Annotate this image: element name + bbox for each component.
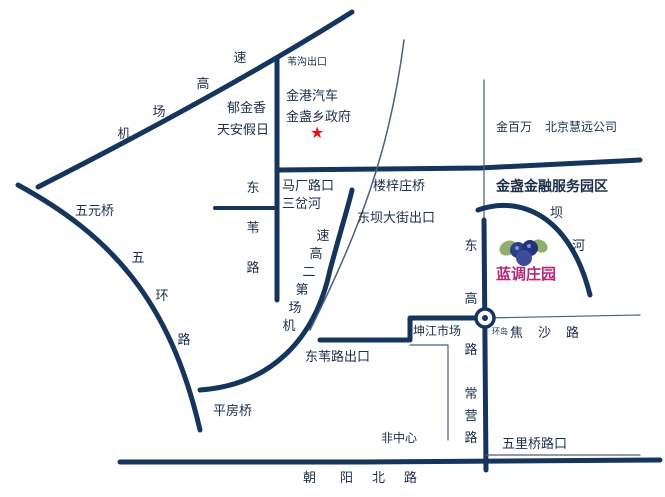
- label-ringroad5-1: 五: [131, 251, 145, 266]
- label-jiaoshalu-3: 路: [566, 326, 580, 341]
- label-second-expressway-1: 机: [282, 319, 296, 334]
- label-jiaoshalu-1: 焦: [510, 326, 524, 341]
- label-second-expressway-2: 场: [288, 301, 302, 316]
- star-icon: ★: [310, 123, 325, 142]
- label-dongweilu-3: 路: [246, 261, 260, 276]
- label-jinzhan-gov: 金盏乡政府: [286, 110, 352, 125]
- label-jingang-auto: 金港汽车: [286, 89, 339, 104]
- label-huiyuan: 北京慧远公司: [545, 120, 618, 134]
- label-brand: 蓝调庄园: [496, 265, 557, 283]
- label-feizhongxin: 非中心: [381, 431, 418, 445]
- label-pingfangqiao: 平房桥: [213, 404, 253, 419]
- label-weigou-exit: 苇沟出口: [287, 57, 327, 68]
- label-machanglu-kou: 马厂路口: [282, 179, 335, 194]
- label-dongweilu-exit: 东苇路出口: [305, 350, 371, 365]
- label-changyinglu-2: 营: [464, 409, 478, 424]
- label-bahe-1: 坝: [550, 206, 564, 221]
- label-airport-expressway-4: 速: [233, 51, 247, 66]
- label-changyinglu-1: 常: [464, 387, 478, 402]
- label-airport-expressway-3: 高: [196, 77, 210, 92]
- label-chaoyang-4: 路: [404, 471, 418, 486]
- label-yujinxiang: 郁金香: [227, 101, 267, 116]
- label-donggaolu-3: 路: [464, 343, 478, 358]
- label-ringroad5-2: 环: [155, 289, 169, 304]
- road-jiaosha: [483, 314, 641, 319]
- label-louziqiao: 楼梓庄桥: [373, 179, 426, 194]
- label-ringroad5-3: 路: [177, 333, 191, 348]
- label-airport-expressway-1: 机: [117, 127, 131, 142]
- label-second-expressway-4: 二: [302, 265, 316, 280]
- label-dongweilu-1: 东: [246, 181, 260, 196]
- label-second-expressway-5: 高: [309, 247, 323, 262]
- label-chaoyang-3: 北: [372, 471, 386, 486]
- blueberry-icon: [499, 239, 548, 266]
- label-bahe-2: 河: [572, 239, 586, 254]
- road-machang: [274, 157, 643, 173]
- label-tianan-holiday: 天安假日: [217, 123, 270, 138]
- label-changyinglu-3: 路: [464, 431, 478, 446]
- label-chaoyang-2: 阳: [340, 471, 354, 486]
- roundabout-icon: [474, 307, 496, 329]
- label-dongweilu-2: 苇: [246, 221, 260, 236]
- road-thin-northwest: [309, 39, 405, 331]
- label-donggaolu-1: 东: [464, 239, 478, 254]
- label-jinbaiwan: 金百万: [496, 120, 533, 134]
- road-fifth-ring: [15, 182, 203, 433]
- label-second-expressway-6: 速: [316, 229, 330, 244]
- road-dongwei-exit: [317, 315, 487, 343]
- label-airport-expressway-2: 场: [152, 105, 166, 120]
- road-chaoyang-north: [117, 457, 663, 465]
- label-jiaoshalu-2: 沙: [538, 326, 552, 341]
- label-kunjiang-market: 坤江市场: [413, 324, 462, 338]
- label-sanchahe: 三岔河: [282, 197, 322, 212]
- label-dongbadajie-exit: 东坝大街出口: [357, 211, 436, 226]
- road-bahe: [475, 202, 593, 298]
- road-second-airport-expressway: [197, 187, 355, 393]
- label-wuliqiao-kou: 五里桥路口: [502, 437, 568, 452]
- road-thin-lower: [409, 344, 449, 441]
- label-donggaolu-2: 高: [464, 292, 478, 307]
- label-wuyuanqiao: 五元桥: [75, 204, 115, 219]
- label-second-expressway-3: 第: [295, 283, 309, 298]
- label-finance-park: 金盏金融服务园区: [496, 179, 608, 195]
- label-roundabout: 环岛: [492, 327, 508, 336]
- road-airport-expressway: [35, 9, 355, 190]
- road-donggao: [481, 217, 489, 473]
- label-chaoyang-1: 朝: [303, 471, 317, 486]
